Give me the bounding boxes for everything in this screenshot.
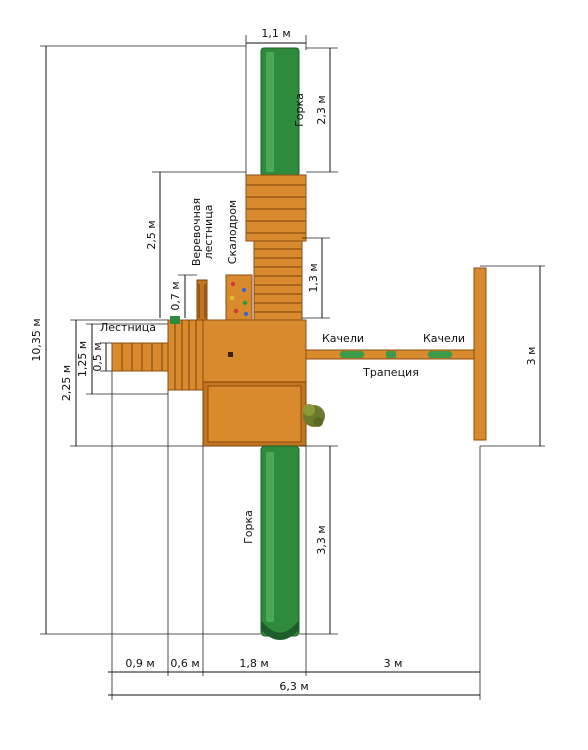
swing-beam (305, 267, 487, 441)
label-slide-bottom-length: 3,3 м (315, 525, 328, 554)
label-slide-top-length: 2,3 м (315, 95, 328, 124)
dim-slide-top-length (306, 47, 338, 173)
label-swing-right: Качели (423, 332, 465, 345)
rope-ladder (196, 279, 208, 321)
label-trapeze: Трапеция (362, 366, 419, 379)
bottom-slide (260, 445, 300, 640)
label-rope-ladder-2: лестница (202, 205, 215, 260)
dim-rope-ladder-offset (152, 171, 246, 318)
bush (303, 404, 325, 427)
label-bottom-platform: 1,8 м (239, 657, 268, 670)
label-bottom-swing: 3 м (384, 657, 403, 670)
top-slide (260, 47, 300, 177)
label-slide-top-width: 1,1 м (261, 27, 290, 40)
dim-bottom-extensions (108, 371, 481, 700)
main-platform (202, 319, 307, 447)
tower-top-deck (245, 174, 307, 242)
wall-ladder (253, 240, 303, 322)
label-swing-beam-length: 3 м (525, 347, 538, 366)
label-ladder-outer: 2,25 м (60, 365, 73, 401)
dim-ladder-inner (86, 323, 168, 395)
label-slide-top: Горка (293, 93, 306, 127)
climbing-wall (225, 274, 253, 321)
label-rope-ladder-offset: 2,5 м (145, 220, 158, 249)
dim-swing-beam-length (480, 265, 545, 447)
dim-slide-bottom-length (299, 445, 338, 635)
dim-total-height (40, 45, 261, 635)
label-climbing-wall-height: 1,3 м (307, 263, 320, 292)
dim-ladder-step (100, 342, 112, 372)
label-total-height: 10,35 м (30, 318, 43, 361)
dim-ladder-outer (70, 319, 203, 447)
label-slide-bottom: Горка (242, 510, 255, 544)
label-total-width: 6,3 м (279, 680, 308, 693)
left-ladder (111, 342, 169, 372)
label-ladder: Лестница (100, 321, 156, 334)
label-climbing-wall: Скалодром (226, 200, 239, 264)
dim-climbing-wall-height (302, 237, 330, 319)
label-swing-left: Качели (322, 332, 364, 345)
label-rope-ladder-1: Веревочная (190, 198, 203, 266)
label-ladder-inner: 1,25 м (76, 341, 89, 377)
label-bottom-ladder: 0,9 м (125, 657, 154, 670)
dim-rope-ladder-width (178, 274, 197, 318)
side-deck (167, 316, 204, 391)
label-rope-ladder-width: 0,7 м (169, 281, 182, 310)
label-bottom-gap: 0,6 м (170, 657, 199, 670)
label-ladder-step: 0,5 м (91, 342, 104, 371)
dim-slide-top-width (245, 35, 307, 175)
